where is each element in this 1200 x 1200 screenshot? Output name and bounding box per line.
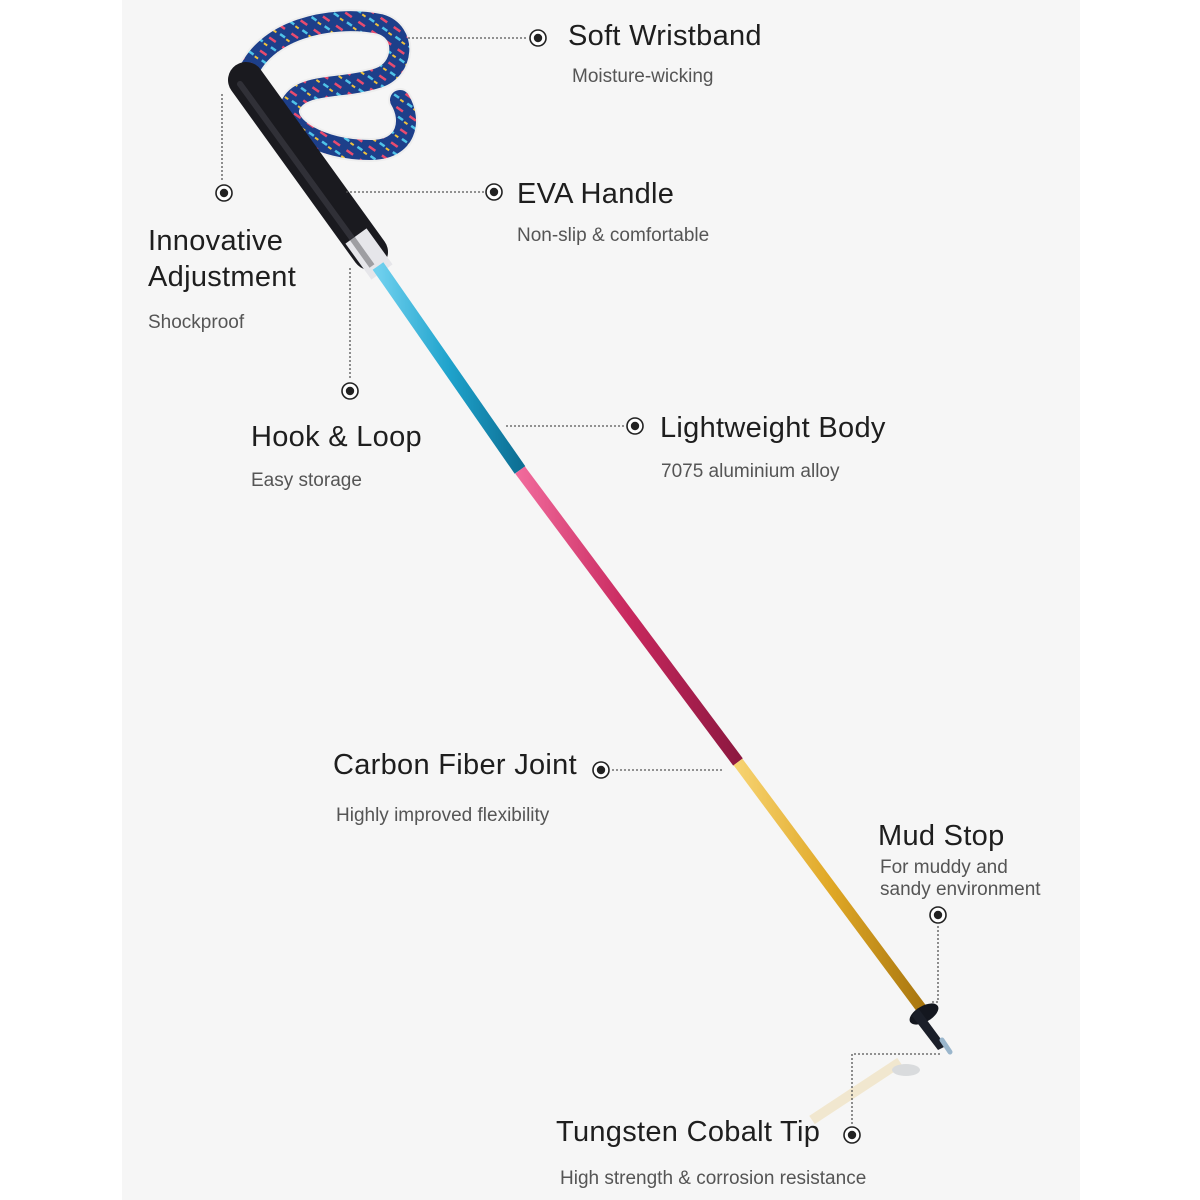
target-dot-icon <box>929 906 947 924</box>
mudstop-subtitle-line2: sandy environment <box>880 879 1041 900</box>
target-dot-icon <box>843 1126 861 1144</box>
wristband-subtitle: Moisture-wicking <box>572 66 714 87</box>
target-dot-icon <box>592 761 610 779</box>
adjustment-collar <box>345 228 393 280</box>
adjustment-title-line1: Innovative <box>148 225 284 257</box>
upper-shaft <box>372 262 526 474</box>
target-dot-icon <box>485 183 503 201</box>
tip-subtitle: High strength & corrosion resistance <box>560 1168 867 1189</box>
target-dot-icon <box>529 29 547 47</box>
middle-shaft <box>515 466 743 766</box>
leader-lines <box>221 37 940 1124</box>
body-subtitle: 7075 aluminium alloy <box>661 461 840 482</box>
adjustment-subtitle: Shockproof <box>148 312 245 333</box>
lower-shaft <box>733 758 929 1016</box>
target-dot-icon <box>341 382 359 400</box>
hook-subtitle: Easy storage <box>251 470 362 491</box>
tip-title: Tungsten Cobalt Tip <box>556 1116 821 1148</box>
adjustment-title-line2: Adjustment <box>148 261 297 293</box>
mudstop-subtitle-line1: For muddy and <box>880 857 1008 878</box>
wrist-strap <box>234 9 418 163</box>
joint-subtitle: Highly improved flexibility <box>336 805 550 826</box>
handle-subtitle: Non-slip & comfortable <box>517 225 710 246</box>
tungsten-tip <box>939 1037 953 1055</box>
wristband-title: Soft Wristband <box>568 20 762 52</box>
target-dot-icon <box>215 184 233 202</box>
mud-stop-basket <box>909 1003 946 1050</box>
hook-title: Hook & Loop <box>251 421 422 453</box>
pole-reflection <box>809 1057 920 1125</box>
joint-title: Carbon Fiber Joint <box>333 749 577 781</box>
eva-grip <box>228 62 388 270</box>
target-dot-icon <box>626 417 644 435</box>
mudstop-title: Mud Stop <box>878 820 1005 852</box>
handle-title: EVA Handle <box>517 178 675 210</box>
body-title: Lightweight Body <box>660 412 886 444</box>
